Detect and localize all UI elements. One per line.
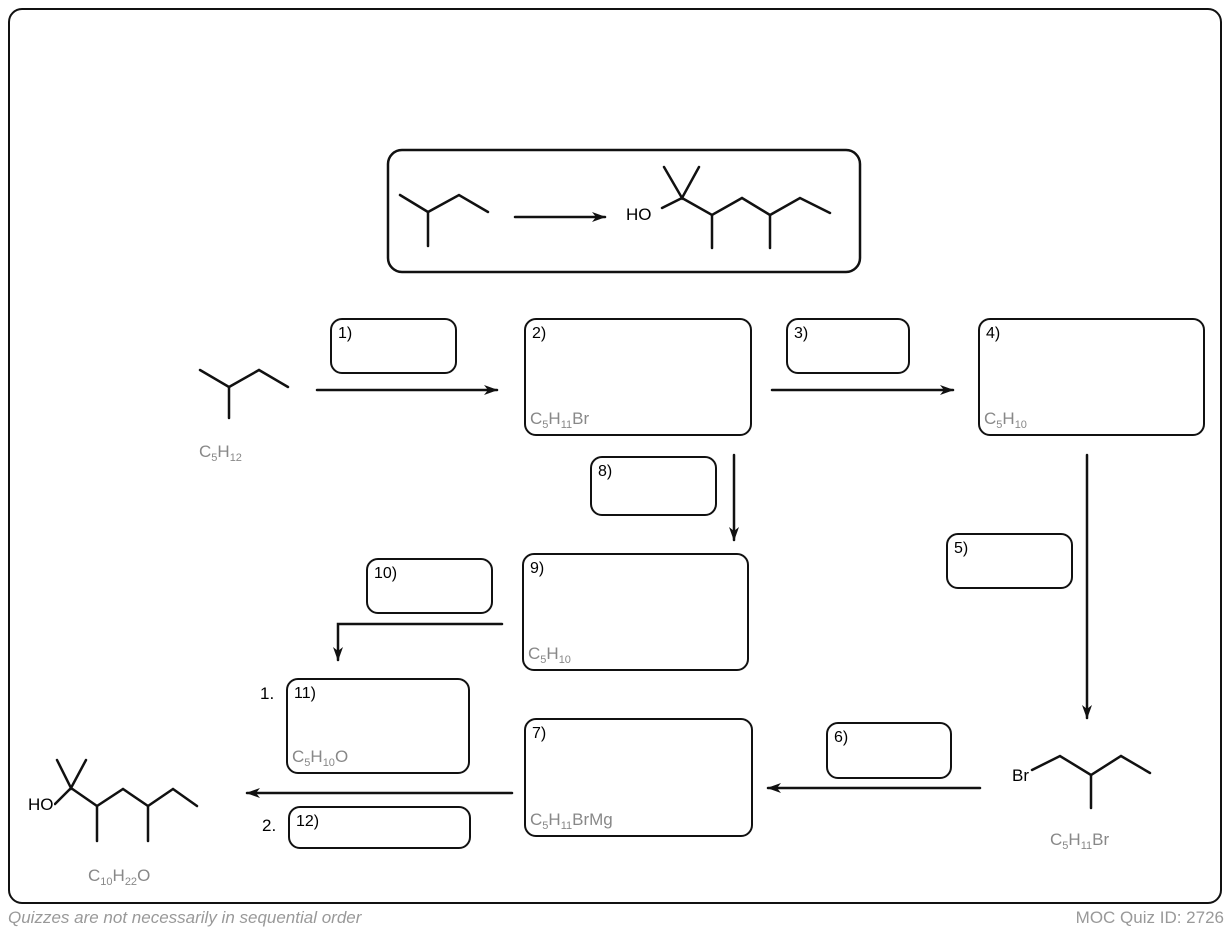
- step-label-2: 2.: [262, 816, 277, 835]
- answer-box-12[interactable]: 12): [288, 806, 471, 849]
- answer-box-4[interactable]: 4) C5H10: [978, 318, 1205, 436]
- answer-box-3[interactable]: 3): [786, 318, 910, 374]
- box-number: 6): [834, 729, 849, 746]
- box-number: 1): [338, 325, 353, 342]
- start-formula: C5H12: [199, 442, 242, 464]
- answer-box-6[interactable]: 6): [826, 722, 952, 779]
- box-number: 11): [294, 685, 316, 702]
- product-ho-label: HO: [28, 795, 54, 814]
- answer-box-8[interactable]: 8): [590, 456, 717, 516]
- box-number: 4): [986, 325, 1001, 342]
- answer-box-2[interactable]: 2) C5H11Br: [524, 318, 752, 436]
- box-number: 9): [530, 560, 545, 577]
- answer-box-11[interactable]: 11) C5H10O: [286, 678, 470, 774]
- box-number: 2): [532, 325, 547, 342]
- footer-note: Quizzes are not necessarily in sequentia…: [8, 908, 362, 927]
- bromide-formula: C5H11Br: [1050, 830, 1110, 852]
- box-number: 8): [598, 463, 613, 480]
- answer-box-9[interactable]: 9) C5H10: [522, 553, 749, 671]
- box-number: 12): [296, 813, 320, 830]
- box-formula: C5H10: [984, 409, 1027, 431]
- arrow-10: [333, 622, 504, 662]
- overview-ho-label: HO: [626, 205, 652, 224]
- final-product-molecule: [53, 758, 199, 843]
- bromide-molecule: [1030, 754, 1152, 810]
- bromide-br-label: Br: [1012, 766, 1029, 785]
- answer-box-7[interactable]: 7) C5H11BrMg: [524, 718, 753, 837]
- box-number: 10): [374, 565, 398, 582]
- quiz-id: MOC Quiz ID: 2726: [1075, 908, 1224, 927]
- overview-box: [386, 148, 862, 274]
- overview-product-molecule: [660, 165, 832, 250]
- box-number: 5): [954, 540, 969, 557]
- box-number: 3): [794, 325, 809, 342]
- product-formula: C10H22O: [88, 866, 151, 888]
- box-formula: C5H10: [528, 644, 571, 666]
- answer-box-5[interactable]: 5): [946, 533, 1073, 589]
- box-number: 7): [532, 725, 547, 742]
- quiz-frame: [8, 8, 1222, 904]
- answer-box-10[interactable]: 10): [366, 558, 493, 614]
- start-molecule: [198, 368, 290, 420]
- overview-start-molecule: [398, 193, 490, 214]
- step-label-1: 1.: [260, 684, 275, 703]
- box-formula: C5H11BrMg: [530, 810, 613, 832]
- box-formula: C5H11Br: [530, 409, 590, 431]
- answer-box-1[interactable]: 1): [330, 318, 457, 374]
- box-formula: C5H10O: [292, 747, 349, 769]
